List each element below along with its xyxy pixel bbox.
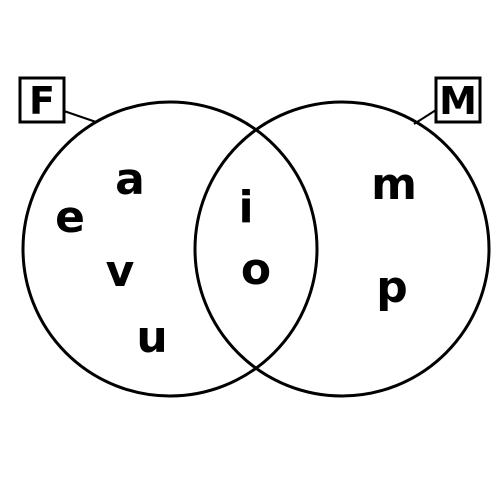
element-f-only: v: [106, 246, 135, 297]
set-label-box-f: [18, 76, 66, 124]
element-f-only: e: [55, 192, 85, 243]
set-label-f: F: [29, 79, 55, 123]
set-label-box-m: [434, 76, 482, 124]
label-connector-m: [413, 109, 437, 125]
set-label-m: M: [439, 79, 477, 123]
label-connector-f: [63, 110, 97, 123]
element-m-only: m: [371, 159, 417, 210]
set-circle-f: [21, 100, 319, 398]
set-circle-m: [193, 100, 491, 398]
element-f-only: u: [136, 312, 167, 363]
element-m-only: p: [376, 262, 408, 313]
element-f-only: a: [115, 154, 145, 205]
element-intersection: o: [241, 244, 271, 295]
element-intersection: i: [238, 182, 253, 233]
